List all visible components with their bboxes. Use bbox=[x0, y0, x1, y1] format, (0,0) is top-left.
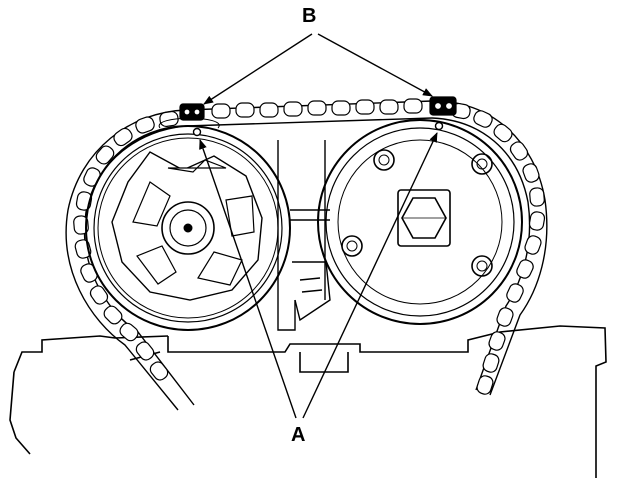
cam-housing bbox=[277, 140, 331, 331]
callout-a-leaders bbox=[199, 132, 438, 419]
callout-label-b: B bbox=[302, 5, 317, 27]
b-mark-links bbox=[179, 96, 457, 121]
right-cam-sprocket bbox=[317, 119, 523, 325]
timing-chain-right-wrap bbox=[431, 100, 548, 396]
cylinder-head-outline bbox=[9, 325, 607, 478]
left-cam-sprocket bbox=[85, 117, 291, 331]
timing-chain-left-wrap bbox=[65, 109, 195, 411]
callout-label-a: A bbox=[291, 424, 306, 446]
callout-b-leaders bbox=[203, 33, 433, 105]
timing-chain-upper-run bbox=[185, 98, 433, 127]
